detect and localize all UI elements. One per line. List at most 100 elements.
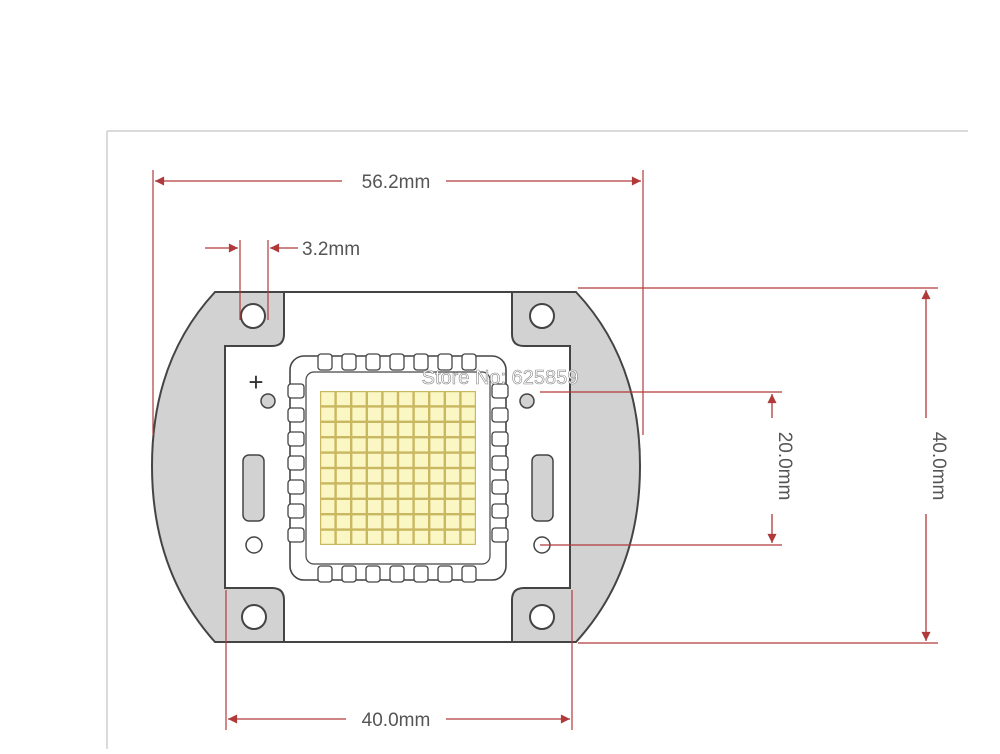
led-cell: [461, 453, 475, 467]
led-cell: [414, 530, 428, 544]
led-cell: [321, 392, 335, 406]
chip-frame-notch-left: [287, 527, 305, 543]
led-cell: [352, 423, 366, 436]
dim-label-overall-width: 56.2mm: [362, 172, 431, 193]
chip-frame-notch-bottom: [317, 565, 333, 583]
led-cell: [321, 500, 335, 513]
led-cell: [352, 469, 366, 483]
led-cell: [383, 392, 397, 406]
chip-frame-notch-bottom: [389, 565, 405, 583]
led-cell: [430, 515, 444, 529]
led-cell: [446, 453, 460, 467]
small-hole-top-right: [519, 393, 535, 409]
led-cell: [430, 530, 444, 544]
solder-pad-left: [242, 454, 265, 522]
led-cell: [461, 515, 475, 529]
led-cell: [383, 515, 397, 529]
led-cell: [383, 407, 397, 421]
led-cell: [383, 469, 397, 483]
led-cell: [461, 530, 475, 544]
led-cell: [446, 500, 460, 513]
led-cell: [446, 469, 460, 483]
led-cell: [399, 407, 413, 421]
chip-frame-notch-right: [491, 503, 509, 519]
led-cell: [461, 500, 475, 513]
dim-label-body-width: 40.0mm: [362, 710, 431, 731]
led-cell: [368, 469, 382, 483]
led-cell: [399, 530, 413, 544]
led-cell: [399, 453, 413, 467]
dim-label-body-height: 40.0mm: [928, 432, 949, 501]
chip-frame-notch-top: [413, 353, 429, 371]
chip-frame-notch-bottom: [365, 565, 381, 583]
led-cell: [414, 484, 428, 498]
led-cell: [446, 530, 460, 544]
led-cell: [336, 469, 350, 483]
led-cell: [414, 392, 428, 406]
chip-frame-notch-left: [287, 503, 305, 519]
led-cell: [352, 438, 366, 452]
chip-frame-notch-top: [365, 353, 381, 371]
chip-frame-notch-bottom: [341, 565, 357, 583]
led-cell: [414, 515, 428, 529]
led-cell: [430, 500, 444, 513]
led-cell: [414, 423, 428, 436]
chip-frame-notch-right: [491, 479, 509, 495]
led-cell: [399, 484, 413, 498]
led-cell: [336, 515, 350, 529]
led-cell: [461, 423, 475, 436]
led-cell: [399, 438, 413, 452]
led-cell: [321, 469, 335, 483]
led-cell: [368, 484, 382, 498]
chip-frame-notch-bottom: [461, 565, 477, 583]
chip-frame-notch-right: [491, 407, 509, 423]
led-cell: [368, 530, 382, 544]
led-cell: [321, 423, 335, 436]
led-cell: [383, 484, 397, 498]
led-cell: [368, 407, 382, 421]
led-cell: [321, 453, 335, 467]
led-cell: [461, 469, 475, 483]
led-cell: [430, 469, 444, 483]
led-cell: [461, 484, 475, 498]
polarity-mark: +: [248, 367, 263, 397]
led-cell: [352, 515, 366, 529]
led-cell: [336, 453, 350, 467]
led-cell: [383, 500, 397, 513]
chip-frame-notch-top: [317, 353, 333, 371]
led-cell: [414, 500, 428, 513]
chip-frame-notch-bottom: [437, 565, 453, 583]
small-hole-top-left: [260, 393, 276, 409]
dim-label-hole-spacing: 3.2mm: [302, 239, 360, 260]
led-cell: [383, 530, 397, 544]
led-cell: [336, 530, 350, 544]
led-cell: [430, 453, 444, 467]
chip-frame-notch-left: [287, 407, 305, 423]
led-cell: [430, 438, 444, 452]
chip-frame-notch-right: [491, 383, 509, 399]
led-cell: [399, 515, 413, 529]
led-cell: [399, 500, 413, 513]
led-cell: [368, 453, 382, 467]
led-cell: [414, 407, 428, 421]
led-cell: [368, 500, 382, 513]
led-cell: [336, 423, 350, 436]
led-cell: [352, 407, 366, 421]
led-cell: [446, 484, 460, 498]
chip-frame-notch-left: [287, 479, 305, 495]
led-cell: [352, 484, 366, 498]
led-cell: [336, 500, 350, 513]
led-cell: [414, 453, 428, 467]
led-cell: [352, 453, 366, 467]
led-cell: [430, 407, 444, 421]
watermark-text: Store No: 625859: [422, 367, 579, 389]
chip-frame-notch-top: [437, 353, 453, 371]
led-cell: [383, 438, 397, 452]
led-cell: [321, 438, 335, 452]
led-cell: [414, 469, 428, 483]
led-cell: [321, 515, 335, 529]
led-cell: [383, 423, 397, 436]
led-array: [320, 391, 476, 545]
led-cell: [461, 438, 475, 452]
